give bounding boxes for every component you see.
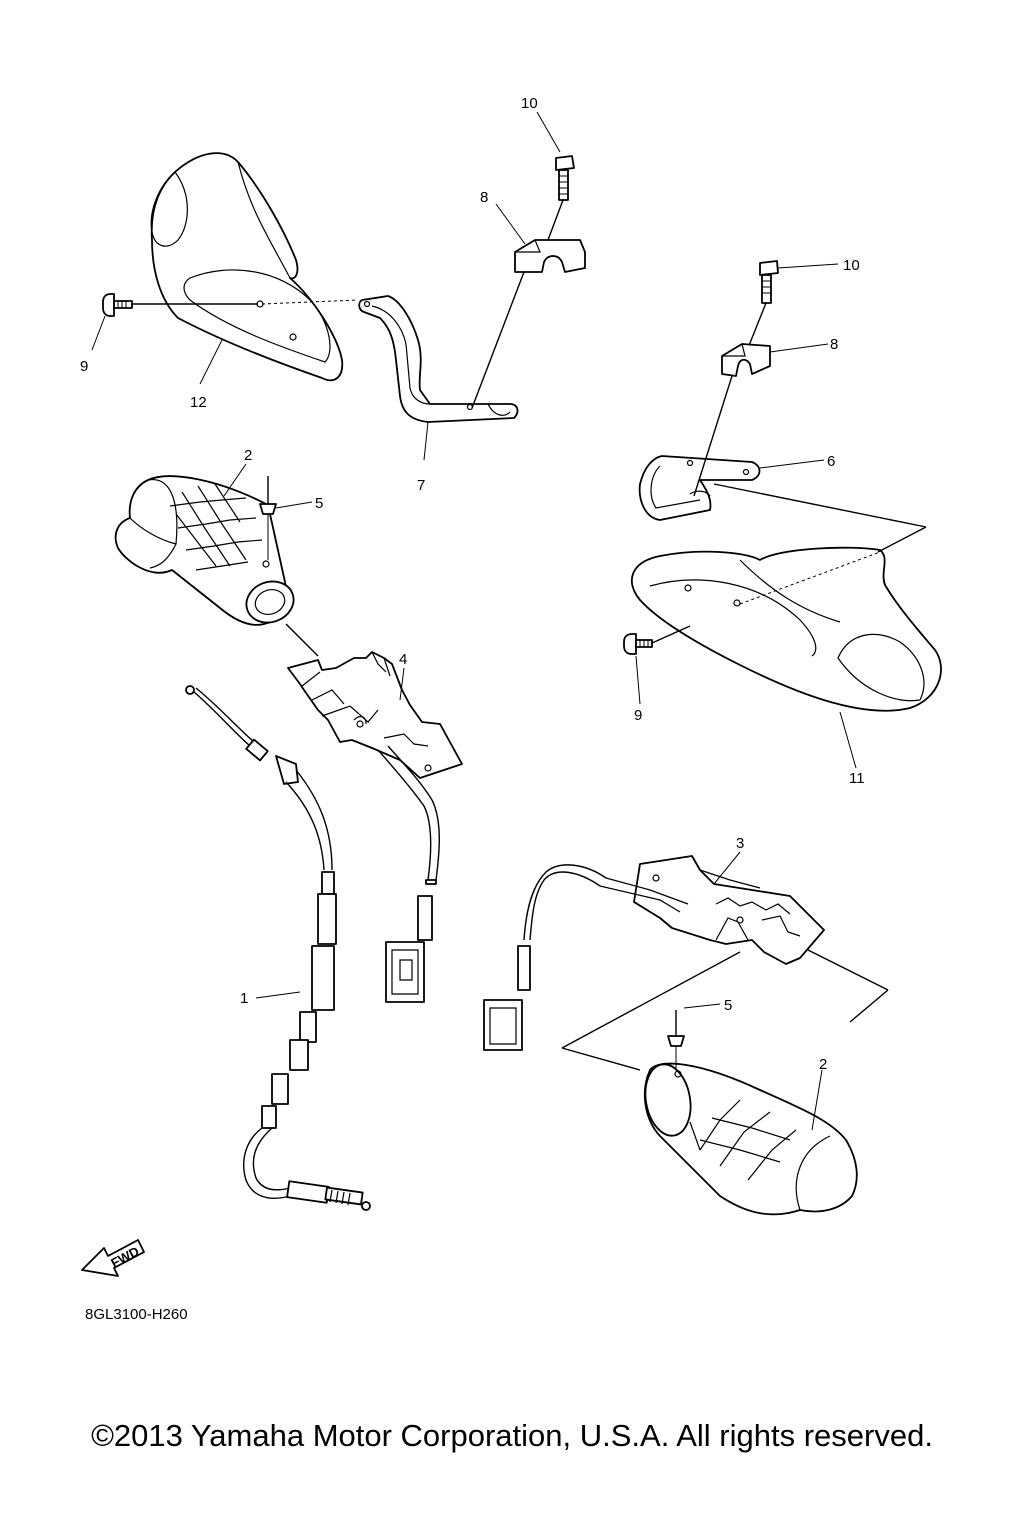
bolt-right-part-9 [623, 625, 691, 655]
callout-11: 11 [849, 770, 865, 787]
callout-5-bottom: 5 [724, 997, 732, 1014]
heater-element-left-part-4 [287, 651, 463, 779]
callout-2-top: 2 [244, 447, 252, 464]
callout-10-right: 10 [843, 257, 860, 274]
callout-1: 1 [240, 990, 248, 1007]
copyright-notice: ©2013 Yamaha Motor Corporation, U.S.A. A… [91, 1418, 933, 1453]
wire-harness-right [483, 864, 689, 1051]
callout-12: 12 [190, 394, 207, 411]
callout-8-right: 8 [830, 336, 838, 353]
cable-part-1 [185, 685, 371, 1211]
handguard-left-part-12 [150, 152, 344, 382]
bolt-right-part-10 [759, 260, 779, 304]
callout-9-left: 9 [80, 358, 88, 375]
forward-direction-arrow: FWD [81, 1239, 145, 1277]
rivet-left-part-5 [259, 476, 277, 560]
clamp-right-part-8 [721, 343, 771, 377]
callout-8-left: 8 [480, 189, 488, 206]
grip-left-part-2 [114, 475, 295, 626]
wire-harness-left [377, 745, 440, 1003]
callout-3: 3 [736, 835, 744, 852]
heater-element-right-part-3 [633, 855, 825, 965]
drawing-code: 8GL3100-H260 [85, 1306, 188, 1323]
callout-4: 4 [399, 651, 407, 668]
callout-7: 7 [417, 477, 425, 494]
bolt-left-part-10 [555, 155, 575, 201]
callout-leaders [91, 111, 857, 1131]
clamp-left-part-8 [514, 239, 586, 273]
callout-2-bottom: 2 [819, 1056, 827, 1073]
bolt-left-part-9 [102, 293, 258, 317]
callout-10-left: 10 [521, 95, 538, 112]
callout-6: 6 [827, 453, 835, 470]
bracket-left-part-7 [358, 295, 519, 423]
grip-right-part-2 [643, 1062, 858, 1216]
callout-5-top: 5 [315, 495, 323, 512]
handguard-right-part-11 [630, 546, 942, 712]
bracket-right-part-6 [638, 455, 761, 521]
callout-9-right: 9 [634, 707, 642, 724]
rivet-right-part-5 [667, 1010, 685, 1070]
fwd-label: FWD [108, 1243, 141, 1270]
